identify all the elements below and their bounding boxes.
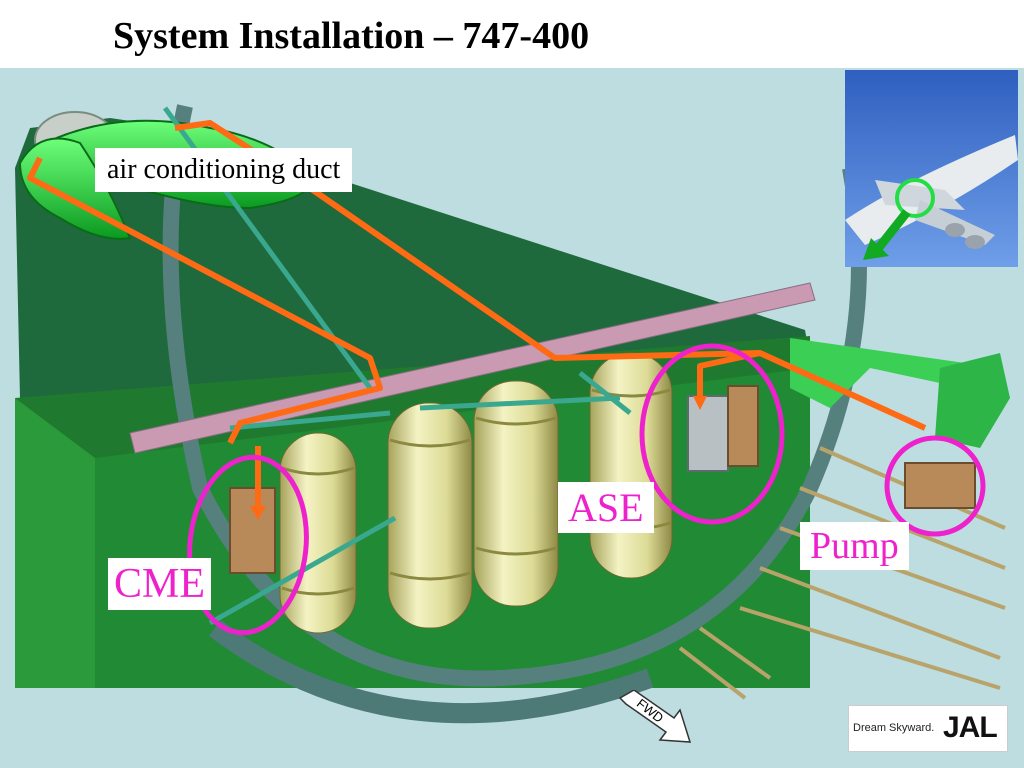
- tank-3: [473, 380, 559, 607]
- tank-2: [387, 402, 473, 629]
- right-frame-post: [935, 353, 1010, 448]
- side-panel: [15, 398, 95, 688]
- ase-unit-left: [687, 395, 729, 472]
- ase-arrow: [693, 396, 707, 410]
- slide-title: System Installation – 747-400: [113, 15, 590, 57]
- aircraft-photo-icon: [845, 70, 1018, 267]
- ase-unit-right: [727, 385, 759, 467]
- pump-highlight: [884, 435, 986, 537]
- ase-label: ASE: [558, 482, 654, 533]
- tank-1: [279, 432, 357, 634]
- cme-highlight: [187, 454, 309, 636]
- lower-frame: [208, 620, 654, 724]
- orange-line: [27, 120, 927, 508]
- cme-unit: [229, 487, 276, 574]
- logo-brand: JAL: [943, 711, 998, 744]
- down-left-arrow-icon: [863, 209, 911, 260]
- fwd-arrow: FWD: [618, 690, 692, 743]
- cme-arrow: [250, 506, 266, 520]
- duct-label: air conditioning duct: [95, 148, 353, 192]
- logo-tagline: Dream Skyward.: [853, 722, 935, 734]
- cme-label: CME: [108, 558, 212, 610]
- tank-4: [589, 352, 673, 579]
- ase-highlight: [639, 343, 785, 525]
- jal-logo: Dream Skyward. JAL: [848, 705, 1008, 752]
- pump-unit: [904, 462, 976, 509]
- pump-label: Pump: [800, 522, 909, 570]
- fuselage-frame: [162, 104, 867, 687]
